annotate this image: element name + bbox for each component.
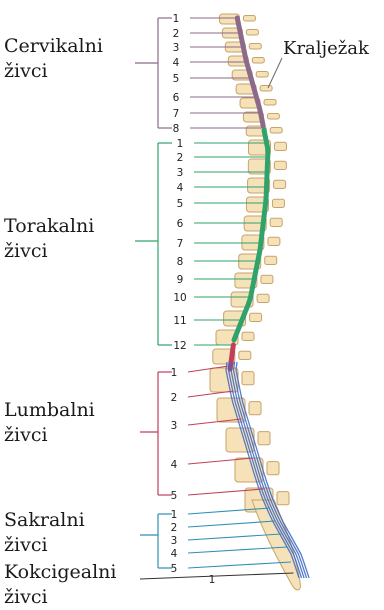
nerve-number-cervical-1: 1: [173, 13, 180, 25]
nerve-number-thoracic-3: 3: [177, 167, 184, 179]
nerve-line-sacral-4: [188, 547, 287, 553]
spinous-process-26: [277, 492, 289, 505]
spinous-process-13: [272, 199, 284, 207]
nerve-number-thoracic-8: 8: [177, 256, 184, 268]
spinous-process-8: [267, 114, 279, 120]
nerve-number-thoracic-10: 10: [173, 292, 186, 304]
nerve-numbers: 1234567812345678910111212345123451: [171, 13, 216, 586]
nerve-number-lumbar-2: 2: [171, 392, 178, 404]
spinous-process-12: [274, 180, 286, 188]
nerve-number-cervical-8: 8: [173, 123, 180, 135]
vertebra-pointer-line: [268, 58, 282, 88]
nerve-number-cervical-6: 6: [173, 92, 180, 104]
nerve-number-lumbar-3: 3: [171, 420, 178, 432]
spinous-process-23: [249, 402, 261, 415]
spinous-process-11: [274, 161, 286, 169]
nerve-number-thoracic-9: 9: [177, 274, 184, 286]
nerve-number-cervical-5: 5: [173, 73, 180, 85]
vertebral-body-25: [235, 458, 263, 482]
spinous-process-15: [268, 237, 280, 245]
spinous-process-7: [264, 100, 276, 106]
nerve-number-thoracic-7: 7: [177, 238, 184, 250]
nerve-line-lumbar-2: [188, 391, 233, 397]
spinous-process-18: [257, 294, 269, 302]
group-brackets: [135, 18, 172, 568]
spinous-process-5: [256, 72, 268, 78]
nerve-number-sacral-3: 3: [171, 535, 178, 547]
nerve-number-lumbar-5: 5: [171, 490, 178, 502]
spinous-process-19: [250, 313, 262, 321]
vertebra-label: Kralježak: [283, 38, 369, 59]
group-label-coccygeal: Kokcigealni živci: [4, 560, 124, 610]
nerve-number-sacral-1: 1: [171, 509, 178, 521]
nerve-number-cervical-4: 4: [173, 57, 180, 69]
spinous-process-21: [239, 351, 251, 359]
nerve-number-lumbar-4: 4: [171, 459, 178, 471]
nerve-line-coccygeal-1: [140, 573, 293, 579]
spinous-process-2: [246, 30, 258, 36]
spinous-process-24: [258, 432, 270, 445]
spinous-process-20: [242, 332, 254, 340]
nerve-number-thoracic-12: 12: [173, 340, 186, 352]
group-label-lumbar: Lumbalni živci: [4, 398, 124, 448]
spinous-process-1: [243, 16, 255, 22]
nerve-number-sacral-5: 5: [171, 563, 178, 575]
nerve-number-thoracic-5: 5: [177, 198, 184, 210]
nerve-number-thoracic-2: 2: [177, 152, 184, 164]
vertebral-body-23: [217, 398, 245, 422]
group-label-sacral: Sakralni živci: [4, 508, 124, 558]
spinous-process-16: [265, 256, 277, 264]
nerve-number-thoracic-11: 11: [173, 315, 186, 327]
spinous-process-3: [249, 44, 261, 50]
nerve-number-lumbar-1: 1: [171, 367, 178, 379]
nerve-number-thoracic-4: 4: [177, 182, 184, 194]
group-label-cervical: Cervikalni živci: [4, 34, 124, 84]
spinous-process-25: [267, 462, 279, 475]
spinous-process-22: [242, 372, 254, 385]
spinous-process-6: [260, 86, 272, 92]
nerve-number-sacral-4: 4: [171, 548, 178, 560]
vertebral-body-24: [226, 428, 254, 452]
nerve-number-cervical-3: 3: [173, 42, 180, 54]
nerve-line-sacral-5: [188, 562, 291, 568]
spinous-process-10: [275, 142, 287, 150]
spinous-process-14: [270, 218, 282, 226]
nerve-number-thoracic-1: 1: [177, 138, 184, 150]
nerve-number-cervical-2: 2: [173, 28, 180, 40]
group-label-thoracic: Torakalni živci: [4, 214, 124, 264]
spinous-process-9: [270, 128, 282, 134]
nerve-number-cervical-7: 7: [173, 108, 180, 120]
nerve-number-coccygeal-1: 1: [209, 574, 216, 586]
nerve-number-sacral-2: 2: [171, 522, 178, 534]
spinous-process-17: [261, 275, 273, 283]
nerve-number-thoracic-6: 6: [177, 218, 184, 230]
spinous-process-4: [252, 58, 264, 64]
